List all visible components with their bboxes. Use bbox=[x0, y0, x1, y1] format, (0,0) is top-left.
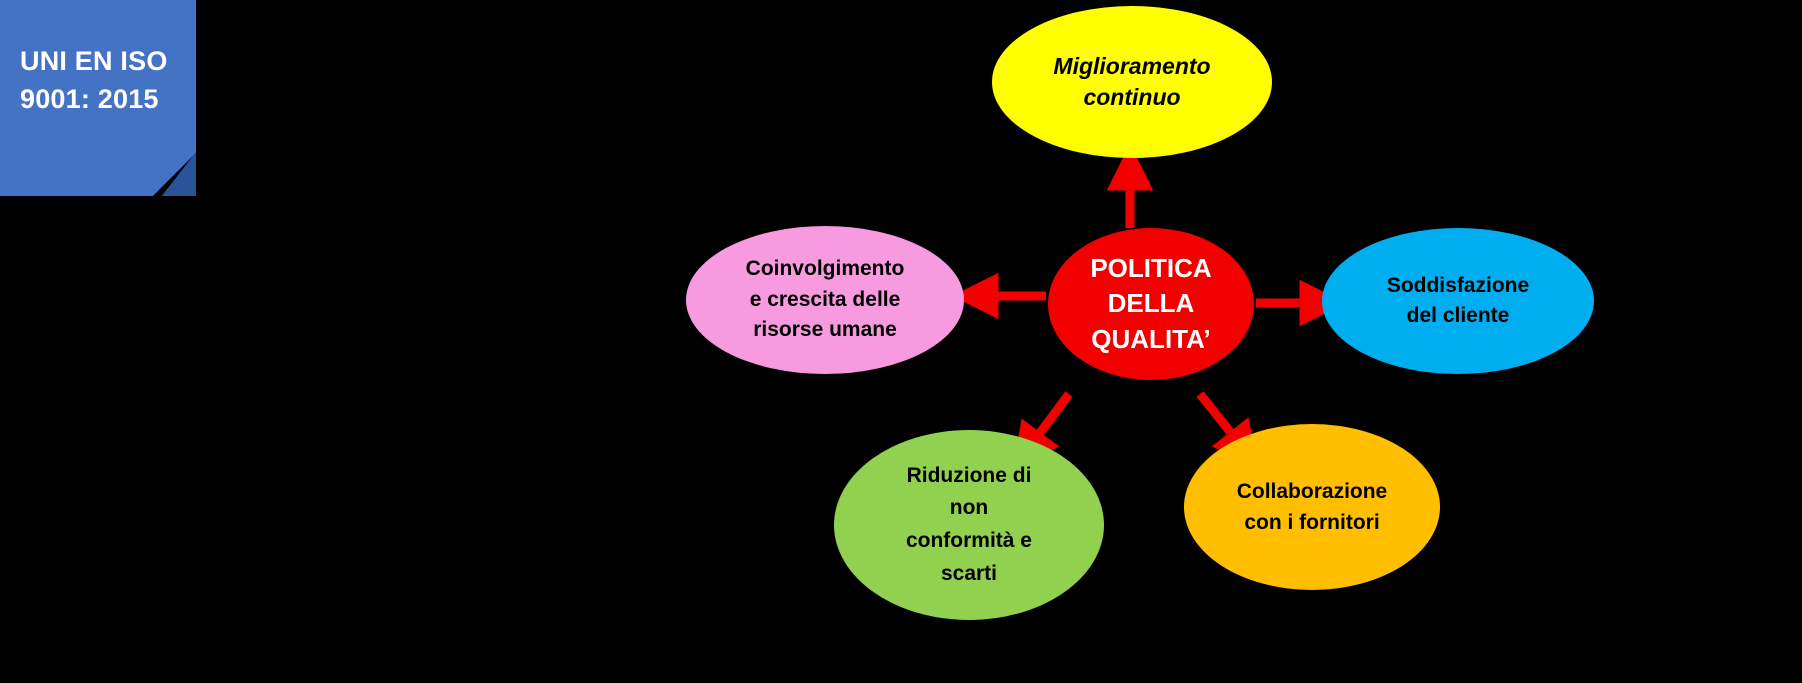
node-line-2: DELLA bbox=[1107, 288, 1195, 319]
node-soddisfazione-cliente[interactable]: Soddisfazione del cliente bbox=[1322, 228, 1594, 374]
node-label: Soddisfazione del cliente bbox=[1331, 271, 1585, 332]
note-text: UNI EN ISO 9001: 2015 bbox=[20, 42, 185, 119]
note-line-1: UNI EN ISO bbox=[20, 46, 168, 76]
note-line-2: 9001: 2015 bbox=[20, 84, 159, 115]
node-line-2: e crescita delle bbox=[749, 287, 901, 311]
node-line-1: Riduzione di bbox=[906, 463, 1032, 487]
node-line-4: scarti bbox=[940, 561, 998, 585]
node-label: Coinvolgimento e crescita delle risorse … bbox=[695, 254, 955, 345]
node-line-3: risorse umane bbox=[753, 318, 897, 342]
node-line-2: non bbox=[949, 496, 989, 520]
node-politica-della-qualita[interactable]: POLITICA DELLA QUALITA’ bbox=[1048, 228, 1254, 380]
node-line-1: Miglioramento bbox=[1053, 53, 1211, 80]
node-line-2: continuo bbox=[1083, 84, 1181, 110]
note-body bbox=[0, 0, 196, 196]
node-line-3: QUALITA’ bbox=[1091, 323, 1211, 354]
node-line-1: POLITICA bbox=[1090, 252, 1212, 283]
node-miglioramento-continuo[interactable]: Miglioramento continuo bbox=[992, 6, 1272, 158]
node-line-1: Collaborazione bbox=[1236, 479, 1388, 503]
node-line-2: con i fornitori bbox=[1244, 511, 1380, 534]
node-line-2: del cliente bbox=[1406, 304, 1510, 327]
node-label: Collaborazione con i fornitori bbox=[1192, 476, 1432, 539]
node-label: Riduzione di non conformità e scarti bbox=[843, 460, 1095, 590]
node-collaborazione-fornitori[interactable]: Collaborazione con i fornitori bbox=[1184, 424, 1440, 590]
node-label: Miglioramento continuo bbox=[1001, 51, 1263, 112]
node-riduzione-non-conformita[interactable]: Riduzione di non conformità e scarti bbox=[834, 430, 1104, 620]
node-line-3: conformità e bbox=[905, 529, 1032, 552]
node-label: POLITICA DELLA QUALITA’ bbox=[1054, 251, 1248, 357]
node-coinvolgimento-risorse-umane[interactable]: Coinvolgimento e crescita delle risorse … bbox=[686, 226, 964, 374]
node-line-1: Coinvolgimento bbox=[745, 257, 905, 281]
iso-standard-note: UNI EN ISO 9001: 2015 bbox=[0, 0, 196, 196]
arrow-center-to-bottom-left bbox=[1012, 391, 1073, 470]
node-line-1: Soddisfazione bbox=[1386, 273, 1530, 297]
